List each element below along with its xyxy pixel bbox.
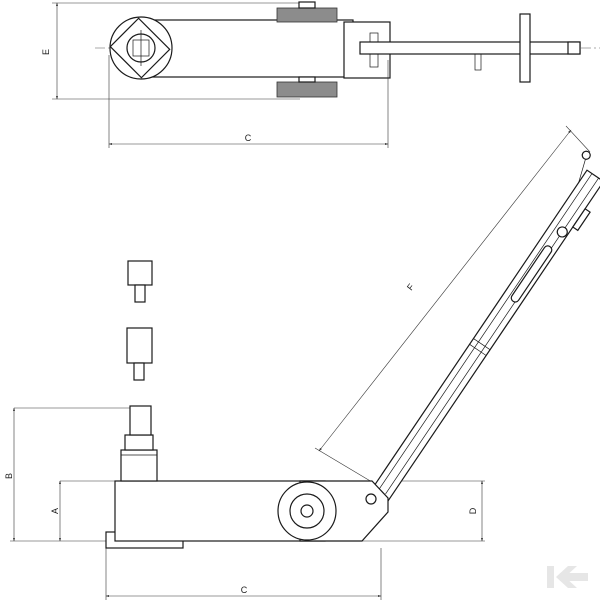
top-wheel-upper (276, 7, 338, 23)
side-handle (370, 150, 600, 502)
top-frame (142, 19, 354, 78)
handle-tube (370, 169, 600, 502)
dim-e-label: E (41, 49, 51, 55)
dim-b-label: B (4, 473, 14, 479)
handle-hole (556, 226, 568, 238)
handle-pin (581, 150, 591, 160)
dim-a-label: A (50, 508, 60, 514)
bracket-pin (365, 493, 377, 505)
dim-d-label: D (468, 507, 478, 514)
dim-f-label: F (405, 282, 417, 293)
kramp-k-logo-icon (547, 566, 588, 588)
handle-clip (571, 207, 591, 232)
ram-piston (129, 405, 152, 436)
handle-slot (510, 245, 553, 303)
wheel-axle (300, 504, 314, 518)
dim-f-line (318, 129, 572, 452)
extension-piece-small (127, 260, 153, 286)
top-wheel-lower (276, 81, 338, 98)
top-handle-crossbar (519, 13, 531, 83)
top-handle-bar (359, 41, 581, 55)
extension-pieces (126, 260, 153, 381)
dim-c-top-label: C (245, 133, 252, 143)
dim-c-bottom-label: C (241, 585, 248, 595)
extension-piece-large (126, 327, 153, 364)
ram-neck (124, 434, 154, 451)
top-view: E C (41, 1, 600, 148)
side-view: B A D C F (4, 125, 600, 600)
